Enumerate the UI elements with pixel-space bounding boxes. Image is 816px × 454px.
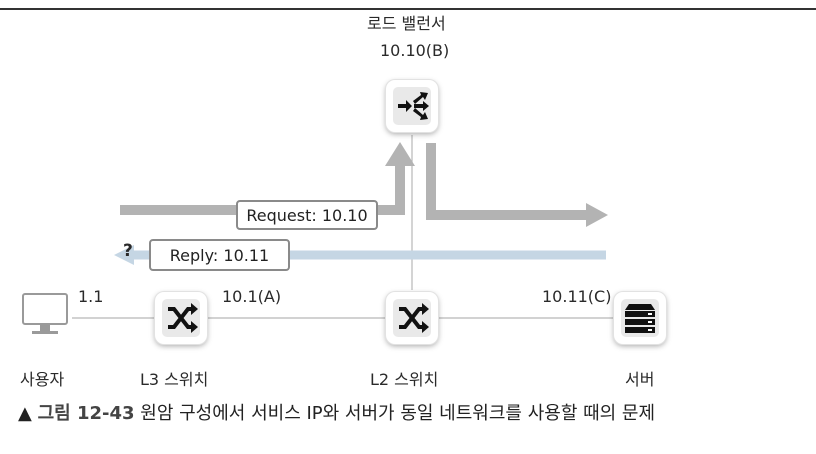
forward-arrow (426, 143, 588, 220)
l2-switch-node (386, 292, 438, 344)
user-ip: 1.1 (78, 287, 104, 306)
caption-text: 원암 구성에서 서비스 IP와 서버가 동일 네트워크를 사용할 때의 문제 (140, 403, 656, 424)
l3-switch-node (155, 292, 207, 344)
load-balancer-ip: 10.10(B) (380, 41, 450, 60)
reply-box: Reply: 10.11 (149, 239, 290, 271)
l3-switch-ip: 10.1(A) (222, 287, 282, 306)
computer-icon (22, 293, 68, 334)
server-icon (625, 304, 655, 333)
request-arrow (120, 165, 405, 215)
request-arrowhead (385, 142, 415, 166)
load-balancer-node (386, 80, 438, 132)
caption-number: 그림 12-43 (37, 403, 135, 424)
request-box: Request: 10.10 (236, 200, 378, 230)
server-ip: 10.11(C) (542, 287, 612, 306)
server-label: 서버 (625, 370, 655, 389)
server-node (614, 292, 666, 344)
switch-icon (168, 303, 198, 333)
load-balancer-title: 로드 밸런서 (367, 14, 446, 33)
caption-marker: ▲ (18, 403, 32, 424)
user-label: 사용자 (20, 370, 65, 389)
reply-question-mark: ? (123, 241, 133, 261)
forward-arrowhead (586, 203, 608, 227)
reply-arrowhead (114, 245, 134, 265)
switch-icon (399, 303, 429, 333)
l3-switch-label: L3 스위치 (140, 370, 209, 389)
figure-caption: ▲ 그림 12-43 원암 구성에서 서비스 IP와 서버가 동일 네트워크를 … (18, 399, 655, 425)
l2-switch-label: L2 스위치 (370, 370, 439, 389)
top-rule (0, 8, 816, 10)
load-balancer-icon (398, 92, 429, 120)
